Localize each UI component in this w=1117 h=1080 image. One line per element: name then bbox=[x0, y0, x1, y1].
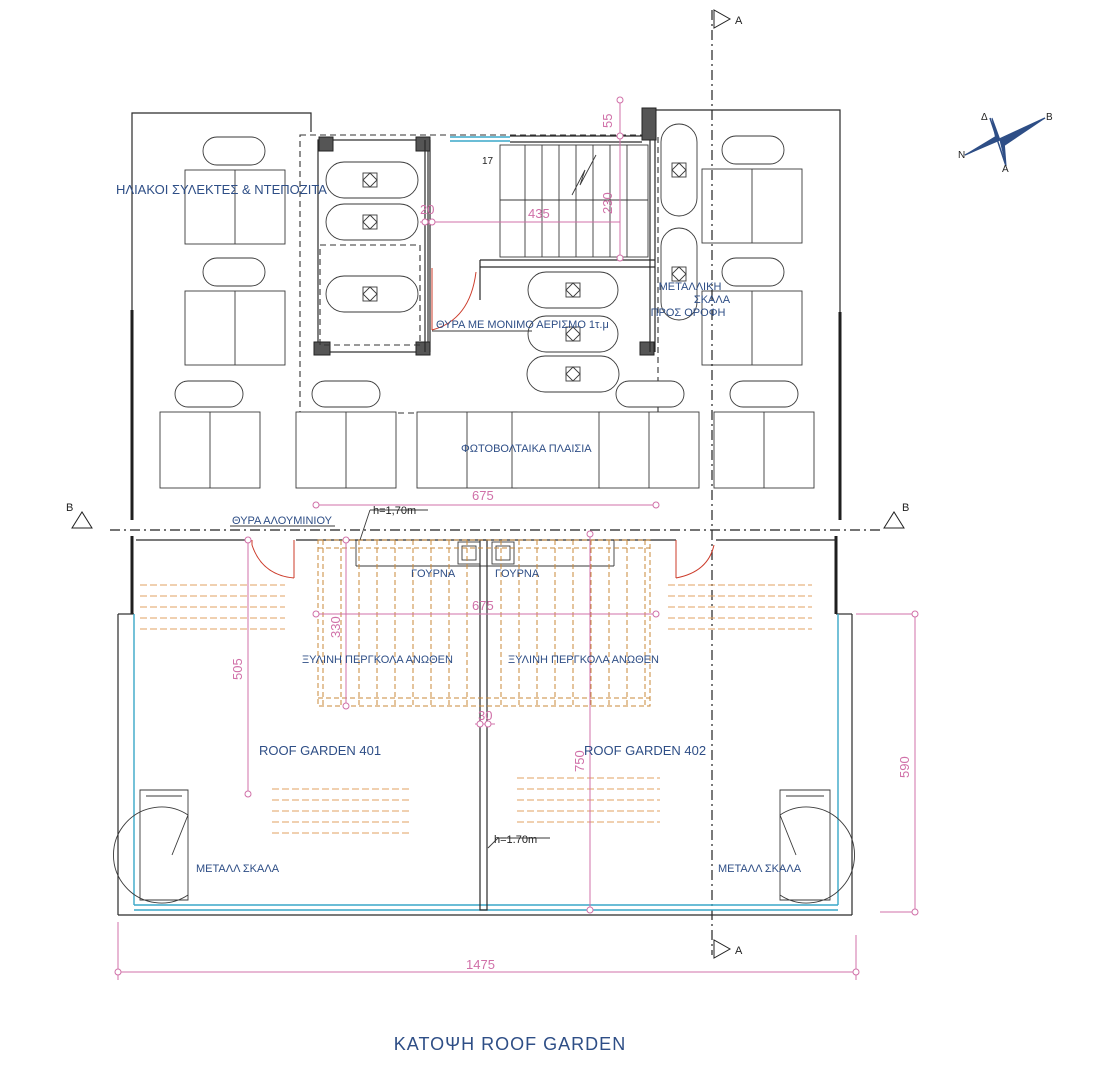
compass-n-label: N bbox=[958, 150, 965, 161]
dim-675-top: 675 bbox=[472, 488, 494, 503]
label-metal-ladder-roof-2: ΣΚΑΛΑ bbox=[694, 294, 731, 306]
section-b-left-label: B bbox=[66, 502, 73, 514]
label-metal-stair-2: ΜΕΤΑΛΛ ΣΚΑΛΑ bbox=[718, 863, 802, 875]
dim-1475: 1475 bbox=[466, 957, 495, 972]
label-solar-collectors: ΗΛΙΑΚΟΙ ΣΥΛΕΚΤΕΣ & ΝΤΕΠΟΖΙΤΑ bbox=[116, 182, 327, 197]
dim-505: 505 bbox=[230, 658, 245, 680]
label-door-ventilation: ΘΥΡΑ ΜΕ ΜΟΝΙΜΟ ΑΕΡΙΣΜΟ 1τ.μ bbox=[436, 319, 609, 331]
label-metal-ladder-roof-3: ΠΡΟΣ ΟΡΟΦΗ bbox=[651, 307, 726, 319]
label-height-mid: h=1.70m bbox=[494, 834, 537, 846]
dim-230: 230 bbox=[600, 192, 615, 214]
label-height-top: h=1,70m bbox=[373, 505, 416, 517]
dim-55: 55 bbox=[600, 114, 615, 128]
section-b-right-label: B bbox=[902, 502, 909, 514]
section-a-bottom-label: A bbox=[735, 945, 743, 957]
drawing-title: ΚΑΤΟΨΗ ROOF GARDEN bbox=[394, 1034, 626, 1054]
wooden-pergola bbox=[317, 539, 651, 707]
label-bbq-1: ΓΟΥΡΝΑ bbox=[411, 568, 456, 580]
compass-b-label: B bbox=[1046, 112, 1053, 123]
label-roof-garden-402: ROOF GARDEN 402 bbox=[584, 743, 706, 758]
compass-a-label: Δ bbox=[981, 112, 988, 123]
label-aluminium-door: ΘΥΡΑ ΑΛΟΥΜΙΝΙΟΥ bbox=[232, 515, 333, 527]
floor-tiles bbox=[140, 584, 812, 834]
label-roof-garden-401: ROOF GARDEN 401 bbox=[259, 743, 381, 758]
label-pv-panels: ΦΩΤΟΒΟΛΤΑΙΚΑ ΠΛΑΙΣΙΑ bbox=[461, 443, 592, 455]
dim-750: 750 bbox=[572, 750, 587, 772]
label-metal-stair-1: ΜΕΤΑΛΛ ΣΚΑΛΑ bbox=[196, 863, 280, 875]
dim-675-mid: 675 bbox=[472, 598, 494, 613]
section-a-top-label: A bbox=[735, 15, 743, 27]
spiral-stair-left bbox=[113, 789, 189, 904]
compass-icon bbox=[964, 117, 1046, 167]
label-stair-count: 17 bbox=[482, 156, 494, 167]
dimension-lines bbox=[114, 96, 919, 980]
dim-330: 330 bbox=[328, 616, 343, 638]
label-metal-ladder-roof-1: ΜΕΤΑΛΛΙΚΗ bbox=[659, 281, 722, 293]
label-bbq-2: ΓΟΥΡΝΑ bbox=[495, 568, 540, 580]
dim-20: 20 bbox=[420, 202, 434, 217]
dim-30: 30 bbox=[478, 708, 492, 723]
pv-panels bbox=[159, 380, 815, 489]
upper-roof-outline bbox=[130, 109, 842, 520]
label-pergola-1: ΞΥΛΙΝΗ ΠΕΡΓΚΟΛΑ ΑΝΩΘΕΝ bbox=[302, 654, 453, 666]
dim-590: 590 bbox=[897, 756, 912, 778]
water-tanks bbox=[325, 123, 698, 393]
dim-435: 435 bbox=[528, 206, 550, 221]
compass-a2-label: A bbox=[1002, 164, 1009, 175]
section-lines bbox=[71, 9, 905, 959]
spiral-stair-right bbox=[779, 789, 855, 904]
label-pergola-2: ΞΥΛΙΝΗ ΠΕΡΓΚΟΛΑ ΑΝΩΘΕΝ bbox=[508, 654, 659, 666]
solar-collectors-left bbox=[184, 136, 286, 366]
solar-collectors-right bbox=[701, 135, 803, 366]
